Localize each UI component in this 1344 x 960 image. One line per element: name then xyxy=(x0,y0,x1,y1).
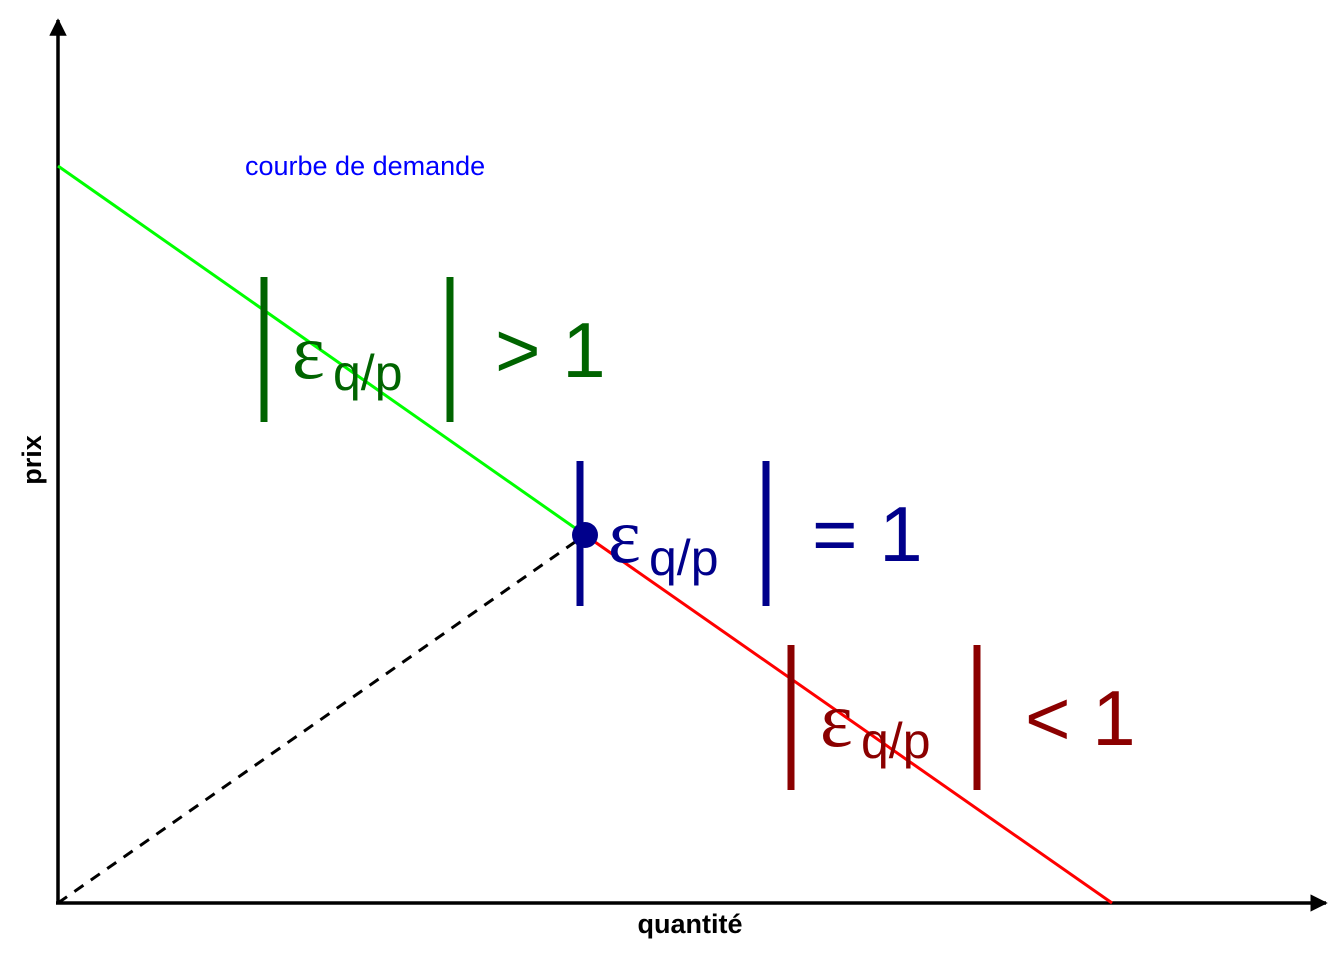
epsilon-symbol: ε xyxy=(608,492,641,579)
unit-region-label: ε q/p = 1 xyxy=(576,461,923,606)
epsilon-subscript: q/p xyxy=(861,713,931,769)
relation-text: = 1 xyxy=(812,490,923,578)
unit-elasticity-point xyxy=(572,522,598,548)
epsilon-subscript: q/p xyxy=(333,345,403,401)
elastic-curve-segment xyxy=(57,164,586,537)
ray-from-origin xyxy=(57,533,586,905)
curve-label: courbe de demande xyxy=(245,151,485,181)
inelastic-region-label: ε q/p < 1 xyxy=(787,645,1136,790)
epsilon-symbol: ε xyxy=(820,676,853,763)
relation-text: > 1 xyxy=(495,306,606,394)
epsilon-subscript: q/p xyxy=(649,530,719,586)
epsilon-symbol: ε xyxy=(292,308,325,395)
x-axis-label: quantité xyxy=(638,909,743,939)
elastic-region-label: ε q/p > 1 xyxy=(260,277,606,422)
relation-text: < 1 xyxy=(1025,674,1136,762)
inelastic-curve-segment xyxy=(584,533,1113,905)
y-axis-label: prix xyxy=(17,435,47,485)
